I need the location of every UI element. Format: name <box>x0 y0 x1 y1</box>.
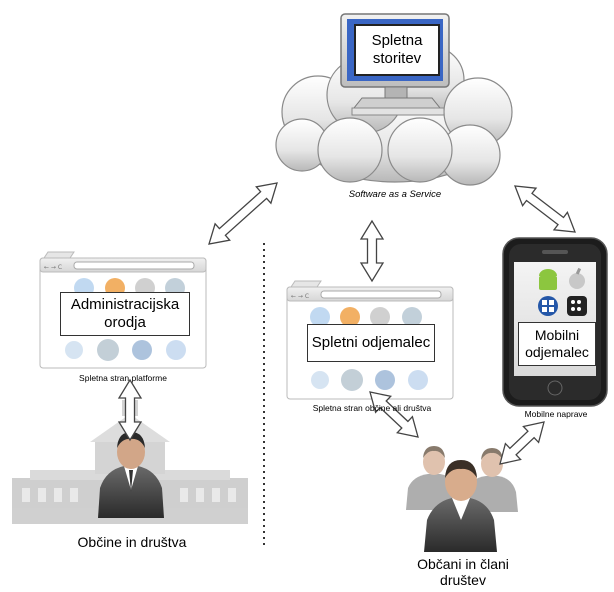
mobile-client-line2: odjemalec <box>525 344 589 360</box>
svg-text:← → C: ← → C <box>44 264 62 271</box>
platform-site-caption: Spletna stran platforme <box>79 373 167 383</box>
browser-window-icon: ← → C <box>286 280 454 400</box>
admin-tools-line2: orodja <box>104 314 146 331</box>
double-arrow <box>117 378 143 442</box>
server-label-box: Spletna storitev <box>354 24 440 76</box>
server-label-line1: Spletna <box>371 32 423 49</box>
server-label-line2: storitev <box>372 50 422 67</box>
saas-caption: Software as a Service <box>348 189 442 200</box>
double-arrow <box>359 219 385 283</box>
group-icon <box>406 446 518 552</box>
admin-tools-box: Administracijska orodja <box>60 292 190 336</box>
android-icon <box>539 269 557 290</box>
person-icon <box>98 432 164 518</box>
web-client-label: Spletni odjemalec <box>311 334 431 351</box>
citizens-label-line2: društev <box>440 572 486 589</box>
mobile-devices-caption: Mobilne naprave <box>524 409 588 419</box>
citizens-label: Občani in člani društev <box>388 556 538 588</box>
mobile-client-line1: Mobilni <box>534 327 580 344</box>
municipality-site-caption: Spletna stran občine ali društva <box>312 403 432 413</box>
double-arrow-icon <box>117 182 576 465</box>
svg-text:← → C: ← → C <box>291 293 309 300</box>
apple-icon <box>569 267 585 289</box>
double-arrow <box>208 182 278 245</box>
citizens-label-line1: Občani in člani <box>417 556 509 572</box>
municipalities-label: Občine in društva <box>77 534 187 550</box>
mobile-client-box: Mobilni odjemalec <box>518 322 596 366</box>
windows-icon <box>538 296 558 316</box>
double-arrow <box>369 391 419 438</box>
blackberry-icon <box>567 296 587 316</box>
web-client-box: Spletni odjemalec <box>307 324 435 362</box>
cloud-icon <box>275 45 513 186</box>
double-arrow <box>499 421 545 465</box>
double-arrow <box>514 185 576 233</box>
admin-tools-line1: Administracijska <box>70 296 180 313</box>
